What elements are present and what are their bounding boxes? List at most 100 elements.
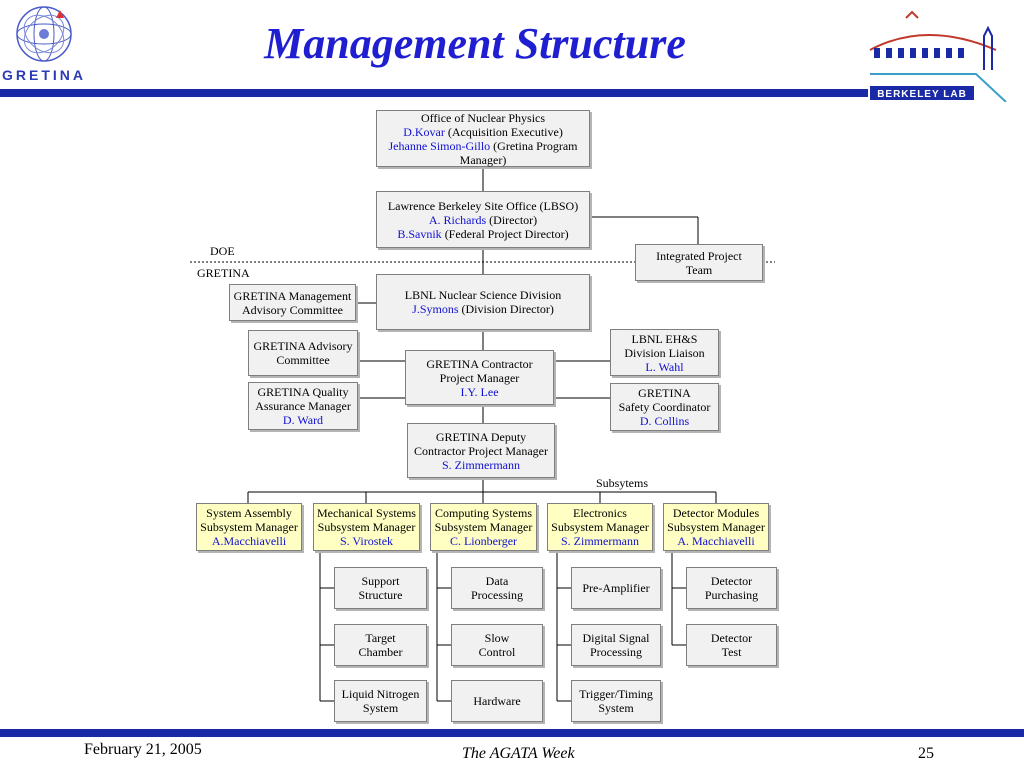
box-line: Hardware [473, 694, 521, 708]
computing-systems-manager-box: Computing Systems Subsystem Manager C. L… [430, 503, 537, 551]
box-line: Subsystem Manager [667, 520, 765, 534]
footer-divider [0, 729, 1024, 737]
box-line: Structure [358, 588, 403, 602]
box-line: System [362, 701, 399, 715]
footer-date: February 21, 2005 [84, 741, 202, 758]
svg-text:BERKELEY LAB: BERKELEY LAB [877, 89, 967, 100]
box-line: Subsystem Manager [200, 520, 298, 534]
subsystems-label: Subsytems [596, 476, 649, 490]
person-name: I.Y. Lee [460, 384, 499, 399]
gretina-logo: GRETINA [2, 6, 86, 83]
person-name: A. Richards [428, 212, 487, 227]
box-line: LBNL Nuclear Science Division [404, 288, 562, 302]
person-name: D. Ward [282, 413, 324, 427]
box-line: Support [361, 574, 400, 588]
box-line: D.Kovar (Acquisition Executive) [403, 125, 563, 139]
detector-modules-manager-box: Detector Modules Subsystem Manager A. Ma… [663, 503, 769, 551]
box-line: GRETINA Contractor [426, 356, 533, 371]
role-text: (Director) [486, 212, 538, 227]
ehs-division-liaison-box: LBNL EH&S Division Liaison L. Wahl [610, 329, 719, 376]
box-line: Jehanne Simon-Gillo (Gretina Program [389, 139, 578, 153]
box-line: Advisory Committee [242, 302, 343, 317]
management-advisory-committee-box: GRETINA Management Advisory Committee [229, 284, 356, 321]
box-line: A. Richards (Director) [429, 213, 537, 227]
title-divider [0, 89, 868, 97]
role-text: (Division Director) [458, 302, 554, 316]
box-line: Purchasing [704, 588, 759, 602]
person-name: D. Collins [639, 414, 690, 428]
box-line: Committee [276, 353, 330, 367]
box-line: Manager) [459, 152, 507, 167]
box-line: Integrated Project [656, 248, 742, 263]
box-line: Processing [590, 645, 642, 659]
slide-title: Management Structure [264, 19, 686, 68]
role-text: (Federal Project Director) [441, 226, 569, 241]
quality-assurance-manager-box: GRETINA Quality Assurance Manager D. War… [248, 382, 358, 430]
box-line: Control [478, 645, 516, 659]
contractor-project-manager-box: GRETINA Contractor Project Manager I.Y. … [405, 350, 554, 405]
integrated-project-team-box: Integrated Project Team [635, 244, 763, 281]
box-line: Detector [710, 574, 753, 588]
mechanical-systems-manager-box: Mechanical Systems Subsystem Manager S. … [313, 503, 420, 551]
box-line: System Assembly [206, 506, 292, 520]
box-line: Pre-Amplifier [582, 581, 650, 595]
slow-control-box: Slow Control [451, 624, 543, 666]
trigger-timing-system-box: Trigger/Timing System [571, 680, 661, 722]
support-structure-box: Support Structure [334, 567, 427, 609]
box-line: GRETINA [638, 386, 691, 400]
person-name: A. Macchiavelli [677, 534, 755, 548]
box-line: Chamber [358, 645, 403, 659]
box-line: Mechanical Systems [317, 506, 416, 520]
box-line: J.Symons (Division Director) [412, 302, 554, 316]
box-line: Computing Systems [434, 506, 532, 520]
box-line: Subsystem Manager [317, 520, 416, 534]
box-line: Detector Modules [672, 506, 760, 520]
box-line: Digital Signal [582, 631, 650, 645]
advisory-committee-box: GRETINA Advisory Committee [248, 330, 358, 376]
hardware-box: Hardware [451, 680, 543, 722]
role-text: (Gretina Program [490, 138, 578, 153]
detector-test-box: Detector Test [686, 624, 777, 666]
box-line: Office of Nuclear Physics [420, 110, 546, 125]
box-line: Division Liaison [624, 345, 705, 360]
box-line: Liquid Nitrogen [341, 687, 420, 701]
system-assembly-manager-box: System Assembly Subsystem Manager A.Macc… [196, 503, 302, 551]
person-name: S. Zimmermann [561, 534, 639, 548]
pre-amplifier-box: Pre-Amplifier [571, 567, 661, 609]
detector-purchasing-box: Detector Purchasing [686, 567, 777, 609]
page-number: 25 [918, 745, 934, 762]
box-line: Team [685, 262, 713, 277]
box-line: Data [485, 574, 509, 588]
box-line: Slow [484, 631, 510, 645]
box-line: Subsystem Manager [434, 520, 533, 534]
box-line: B.Savnik (Federal Project Director) [397, 227, 568, 241]
box-line: Assurance Manager [255, 399, 351, 413]
footer-event: The AGATA Week [462, 745, 575, 762]
person-name: J.Symons [412, 302, 459, 316]
svg-text:GRETINA: GRETINA [2, 67, 86, 83]
box-line: Lawrence Berkeley Site Office (LBSO) [387, 198, 579, 213]
box-line: Detector [710, 631, 753, 645]
berkeley-lab-logo: BERKELEY LAB [869, 10, 1007, 102]
person-name: Jehanne Simon-Gillo [388, 138, 491, 153]
box-line: GRETINA Quality [257, 385, 349, 399]
box-line: System [598, 701, 634, 715]
gretina-label: GRETINA [197, 266, 250, 280]
box-line: Subsystem Manager [551, 520, 649, 534]
nuclear-science-division-box: LBNL Nuclear Science Division J.Symons (… [376, 274, 590, 330]
box-line: Processing [471, 588, 523, 602]
electronics-manager-box: Electronics Subsystem Manager S. Zimmerm… [547, 503, 653, 551]
box-line: Test [721, 645, 742, 659]
person-name: A.Macchiavelli [211, 534, 287, 548]
box-line: Target [365, 631, 396, 645]
person-name: L. Wahl [645, 359, 684, 374]
data-processing-box: Data Processing [451, 567, 543, 609]
doe-label: DOE [210, 244, 235, 258]
liquid-nitrogen-system-box: Liquid Nitrogen System [334, 680, 427, 722]
box-line: Electronics [573, 506, 627, 520]
box-line: GRETINA Deputy [435, 429, 527, 444]
box-line: Project Manager [439, 370, 520, 385]
box-line: GRETINA Advisory [253, 339, 353, 353]
person-name: C. Lionberger [449, 534, 518, 548]
